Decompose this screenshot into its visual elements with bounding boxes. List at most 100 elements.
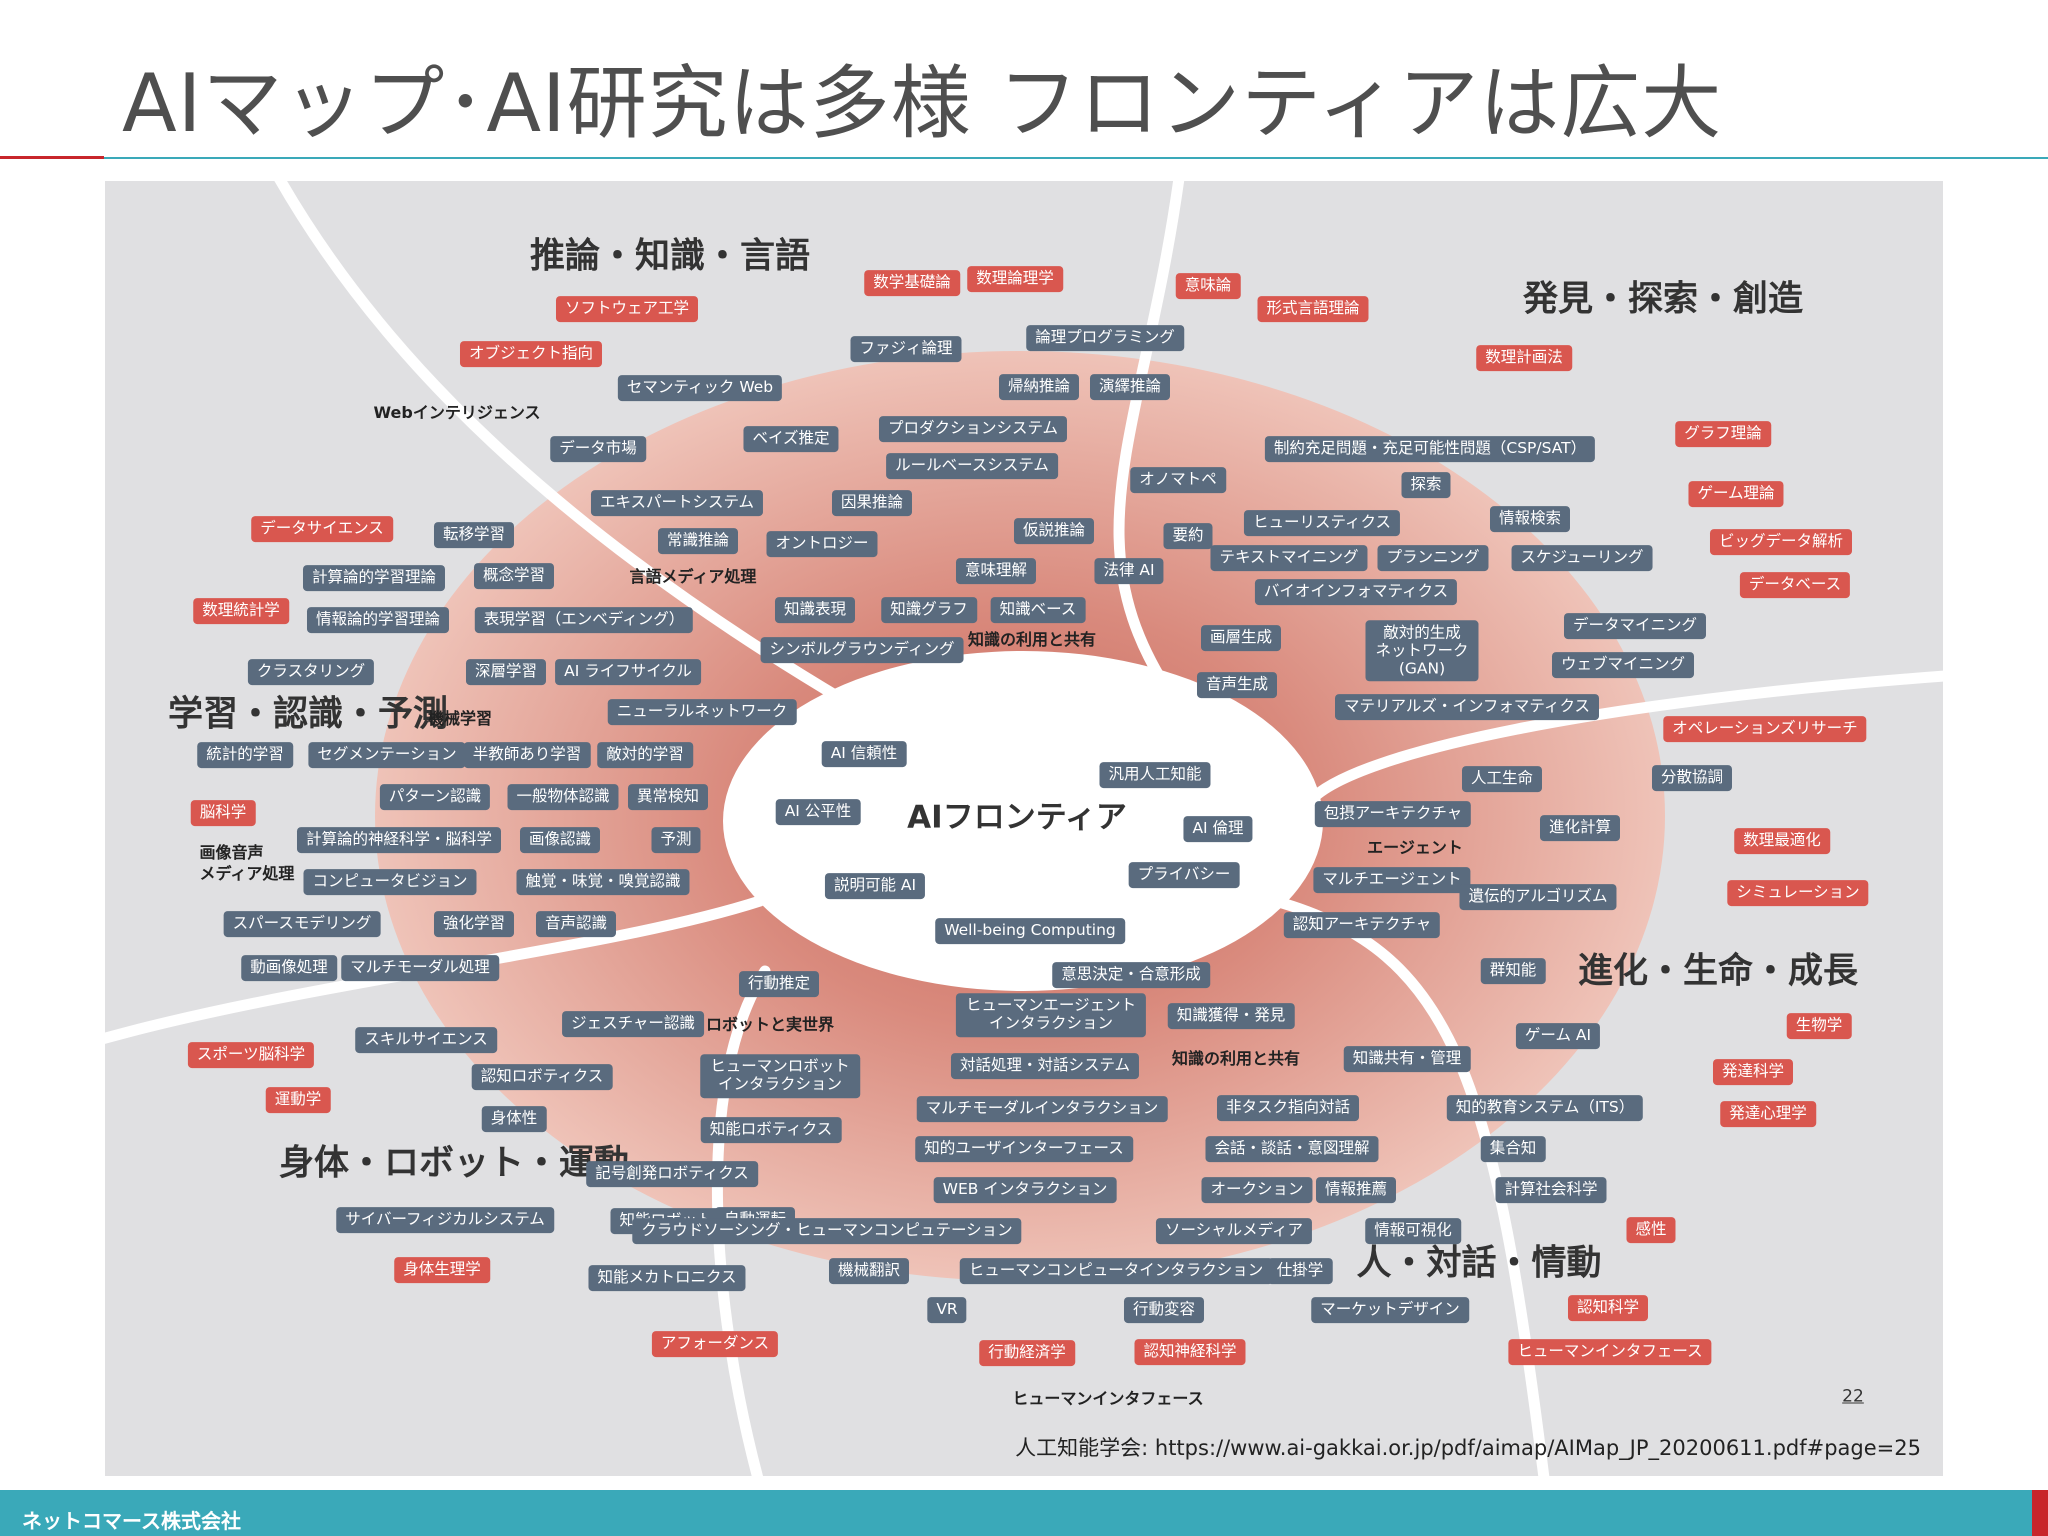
topic-pill: シミュレーション	[1727, 880, 1869, 906]
ai-map: AIフロンティア 推論・知識・言語 発見・探索・創造 学習・認識・予測 進化・生…	[105, 181, 1943, 1476]
topic-pill: 進化計算	[1539, 815, 1621, 841]
topic-pill: クラウドソーシング・ヒューマンコンピュテーション	[632, 1218, 1022, 1244]
topic-pill: 音声認識	[535, 911, 617, 937]
topic-pill: 知的教育システム（ITS）	[1446, 1095, 1644, 1121]
topic-pill: 法律 AI	[1094, 558, 1164, 584]
page-number: 22	[1842, 1386, 1864, 1407]
topic-pill: 汎用人工知能	[1099, 762, 1211, 788]
topic-pill: 遺伝的アルゴリズム	[1459, 884, 1617, 910]
domain-body-robot: 身体・ロボット・運動	[278, 1143, 630, 1184]
topic-pill: 説明可能 AI	[824, 873, 926, 899]
topic-pill: 異常検知	[627, 784, 709, 810]
topic-pill: 意思決定・合意形成	[1052, 962, 1210, 988]
topic-pill: 認知ロボティクス	[471, 1064, 613, 1090]
topic-pill: 深層学習	[465, 659, 547, 685]
topic-pill: パターン認識	[379, 784, 491, 810]
topic-pill: 知能メカトロニクス	[588, 1265, 746, 1291]
sub-human-interface: ヒューマンインタフェース	[1012, 1389, 1204, 1408]
topic-pill: シンボルグラウンディング	[760, 637, 964, 663]
topic-pill: セグメンテーション	[308, 742, 466, 768]
topic-pill: 数理論理学	[967, 266, 1063, 292]
topic-pill: 生物学	[1786, 1013, 1852, 1039]
sub-knowledge-sharing-upper: 知識の利用と共有	[967, 630, 1097, 649]
topic-pill: マーケットデザイン	[1311, 1297, 1469, 1323]
topic-pill: 知識ベース	[990, 597, 1086, 623]
topic-pill: 意味理解	[955, 558, 1037, 584]
topic-pill: 概念学習	[473, 563, 555, 589]
domain-human-dialog: 人・対話・情動	[1356, 1243, 1602, 1284]
topic-pill: 分散協調	[1651, 765, 1733, 791]
topic-pill: 非タスク指向対話	[1216, 1095, 1360, 1121]
footer-bar	[0, 1490, 2032, 1536]
topic-pill: 人工生命	[1461, 766, 1543, 792]
topic-pill: 仮説推論	[1013, 518, 1095, 544]
topic-pill: 知識獲得・発見	[1167, 1003, 1295, 1029]
topic-pill: データ市場	[550, 436, 646, 462]
topic-pill: AI 信頼性	[821, 741, 907, 767]
topic-pill: ウェブマイニング	[1551, 652, 1695, 678]
page-title: AIマップ･AI研究は多様 フロンティアは広大	[122, 57, 1723, 150]
topic-pill: 表現学習（エンベディング）	[474, 607, 694, 633]
topic-pill: エキスパートシステム	[590, 490, 764, 516]
topic-pill: データベース	[1739, 572, 1851, 598]
topic-pill: ゲーム AI	[1515, 1023, 1601, 1049]
topic-pill: 半教師あり学習	[463, 742, 591, 768]
topic-pill: 記号創発ロボティクス	[586, 1161, 758, 1187]
topic-pill: ヒューマンコンピュータインタラクション	[959, 1258, 1273, 1284]
topic-pill: プランニング	[1377, 545, 1489, 571]
center-label: AIフロンティア	[907, 799, 1127, 836]
topic-pill: 身体性	[481, 1106, 547, 1132]
topic-pill: データマイニング	[1563, 613, 1707, 639]
topic-pill: サイバーフィジカルシステム	[336, 1207, 554, 1233]
topic-pill: 敵対的学習	[597, 742, 693, 768]
title-rule-teal	[104, 157, 2048, 159]
topic-pill: ルールベースシステム	[886, 453, 1058, 479]
topic-pill: オークション	[1201, 1177, 1313, 1203]
topic-pill: 画層生成	[1200, 625, 1282, 651]
topic-pill: マルチモーダル処理	[341, 955, 499, 981]
topic-pill: 計算社会科学	[1495, 1177, 1607, 1203]
topic-pill: バイオインフォマティクス	[1254, 579, 1458, 605]
domain-reasoning: 推論・知識・言語	[529, 236, 811, 277]
topic-pill: プロダクションシステム	[878, 416, 1068, 442]
topic-pill: 感性	[1626, 1217, 1676, 1243]
topic-pill: テキストマイニング	[1210, 545, 1368, 571]
topic-pill: 数理計画法	[1476, 345, 1572, 371]
topic-pill: クラスタリング	[247, 659, 375, 685]
domain-evolution: 進化・生命・成長	[1577, 951, 1859, 992]
topic-pill: 数理統計学	[193, 598, 289, 624]
topic-pill: 敵対的生成 ネットワーク (GAN)	[1365, 620, 1479, 682]
topic-pill: 発達科学	[1712, 1059, 1794, 1085]
topic-pill: 統計的学習	[197, 742, 293, 768]
topic-pill: アフォーダンス	[651, 1331, 779, 1357]
topic-pill: ヒューマンロボット インタラクション	[700, 1054, 860, 1098]
topic-pill: オブジェクト指向	[459, 341, 603, 367]
topic-pill: 触覚・味覚・嗅覚認識	[516, 869, 690, 895]
sub-robot-real-world: ロボットと実世界	[705, 1015, 835, 1034]
topic-pill: スキルサイエンス	[355, 1027, 497, 1053]
topic-pill: 論理プログラミング	[1026, 325, 1184, 351]
topic-pill: 数理最適化	[1734, 828, 1830, 854]
topic-pill: マテリアルズ・インフォマティクス	[1335, 694, 1599, 720]
topic-pill: AI ライフサイクル	[555, 659, 701, 685]
topic-pill: 知的ユーザインターフェース	[915, 1136, 1133, 1162]
topic-pill: 身体生理学	[394, 1257, 490, 1283]
topic-pill: データサイエンス	[251, 516, 393, 542]
topic-pill: 情報推薦	[1315, 1177, 1397, 1203]
topic-pill: オノマトペ	[1130, 467, 1226, 493]
topic-pill: 認知アーキテクチャ	[1283, 912, 1441, 938]
footer-accent	[2032, 1490, 2048, 1536]
sub-machine-learning: 機械学習	[427, 709, 493, 728]
topic-pill: 常識推論	[657, 528, 739, 554]
topic-pill: ヒューマンインタフェース	[1508, 1339, 1712, 1365]
sub-agent: エージェント	[1367, 838, 1463, 857]
topic-pill: 機械翻訳	[828, 1258, 910, 1284]
sub-knowledge-sharing-lower: 知識の利用と共有	[1171, 1049, 1301, 1068]
domain-learning: 学習・認識・予測	[167, 694, 449, 735]
topic-pill: コンピュータビジョン	[303, 869, 477, 895]
topic-pill: 制約充足問題・充足可能性問題（CSP/SAT）	[1264, 436, 1596, 462]
topic-pill: スケジューリング	[1511, 545, 1653, 571]
topic-pill: ゲーム理論	[1688, 481, 1784, 507]
topic-pill: Well-being Computing	[935, 918, 1125, 944]
topic-pill: 知識表現	[774, 597, 856, 623]
